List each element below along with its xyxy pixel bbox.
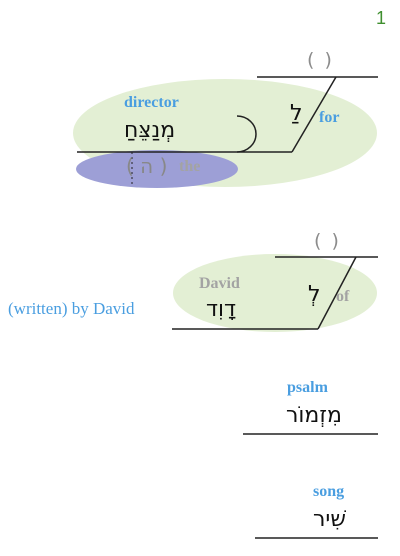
- preposition2-slant-line: [317, 256, 357, 330]
- verse-number: 1: [376, 8, 387, 28]
- song-hebrew: שִׁיר: [313, 507, 346, 532]
- article-highlight: [76, 150, 238, 188]
- director-hebrew: מְנַצֵּחַ: [124, 118, 176, 143]
- omitted-object-1: ( ): [307, 49, 334, 71]
- psalm-hebrew: מִזְמוֹר: [286, 403, 342, 428]
- preposition-hebrew: לַ: [290, 101, 303, 126]
- preposition2-gloss: of: [336, 288, 350, 305]
- preposition-slant-line: [291, 76, 337, 153]
- director-gloss: director: [124, 94, 179, 111]
- omitted-object-2: ( ): [314, 230, 341, 252]
- director-arc: [236, 115, 257, 153]
- article-hebrew: ( ה ): [126, 154, 168, 178]
- david-gloss: David: [199, 275, 240, 292]
- preposition-gloss: for: [319, 109, 340, 126]
- david-hebrew: דָוִד: [206, 297, 237, 322]
- preposition2-hebrew: לְ: [308, 282, 321, 307]
- written-by-david-note: (written) by David: [8, 299, 135, 318]
- psalm-gloss: psalm: [287, 379, 328, 396]
- article-gloss: the: [179, 158, 201, 175]
- song-gloss: song: [313, 483, 345, 500]
